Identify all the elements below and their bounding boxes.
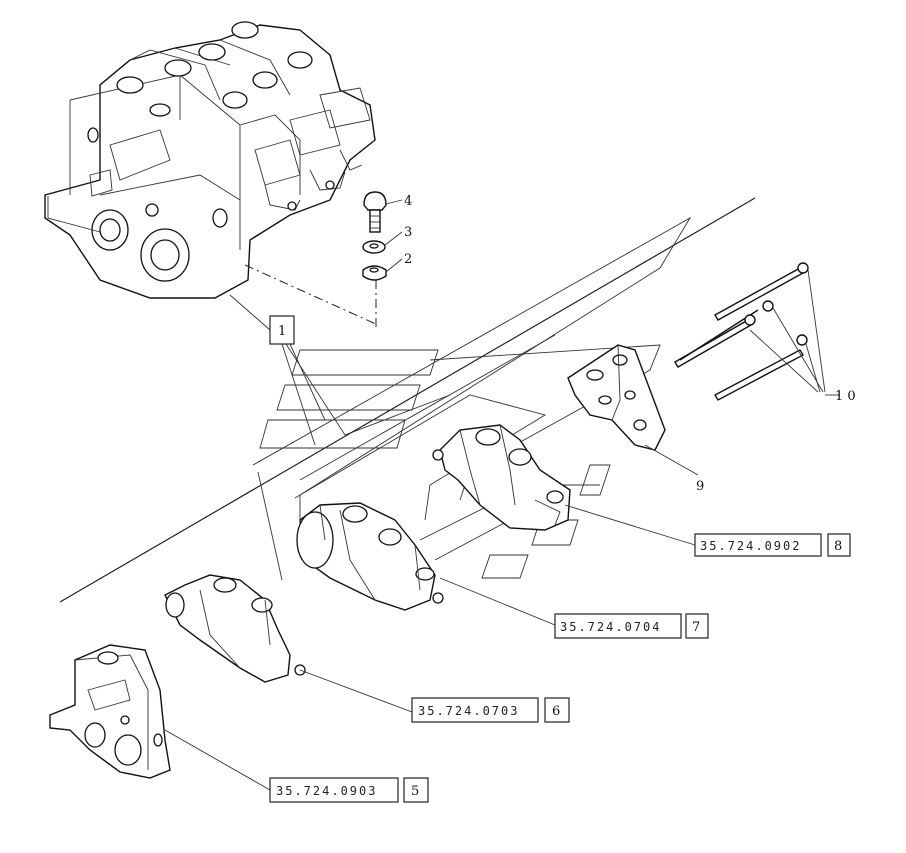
bracket-part: [567, 344, 666, 451]
bolt-part: [363, 191, 387, 233]
control-valve-assembly: [44, 21, 376, 299]
callout-3: 3: [404, 225, 412, 240]
inlet-section-5: [49, 644, 171, 779]
ref-box-6-index: [544, 697, 570, 723]
centre-line: [244, 264, 379, 326]
callout-4: 4: [404, 194, 412, 209]
callout-9: 9: [696, 479, 704, 494]
ref-box-7-index: [685, 613, 709, 639]
ref-index-7: 7: [692, 620, 700, 635]
valve-section-6: [164, 574, 306, 683]
callout-1: 1: [278, 324, 286, 339]
ref-box-6-code: [411, 697, 539, 723]
ref-code-5: 35.724.0903: [276, 784, 377, 798]
callout-2: 2: [404, 252, 412, 267]
callout-1-box: [269, 315, 295, 345]
ref-index-5: 5: [411, 784, 419, 799]
ref-box-8-code: [694, 533, 822, 557]
tie-rods-part: [674, 262, 809, 401]
ref-box-5-code: [269, 777, 399, 803]
washer-part: [362, 240, 386, 254]
callout-10: 1 0: [835, 389, 856, 404]
ref-code-8: 35.724.0902: [700, 539, 801, 553]
ref-box-5-index: [403, 777, 429, 803]
section-outline: [59, 197, 756, 603]
nut-part: [362, 265, 387, 281]
ref-index-8: 8: [834, 539, 842, 554]
ref-box-8-index: [827, 533, 851, 557]
valve-section-8: [432, 424, 571, 531]
ref-code-7: 35.724.0704: [560, 620, 661, 634]
valve-section-7: [296, 502, 444, 611]
ref-box-7-code: [554, 613, 682, 639]
ref-code-6: 35.724.0703: [418, 704, 519, 718]
ref-index-6: 6: [552, 704, 560, 719]
